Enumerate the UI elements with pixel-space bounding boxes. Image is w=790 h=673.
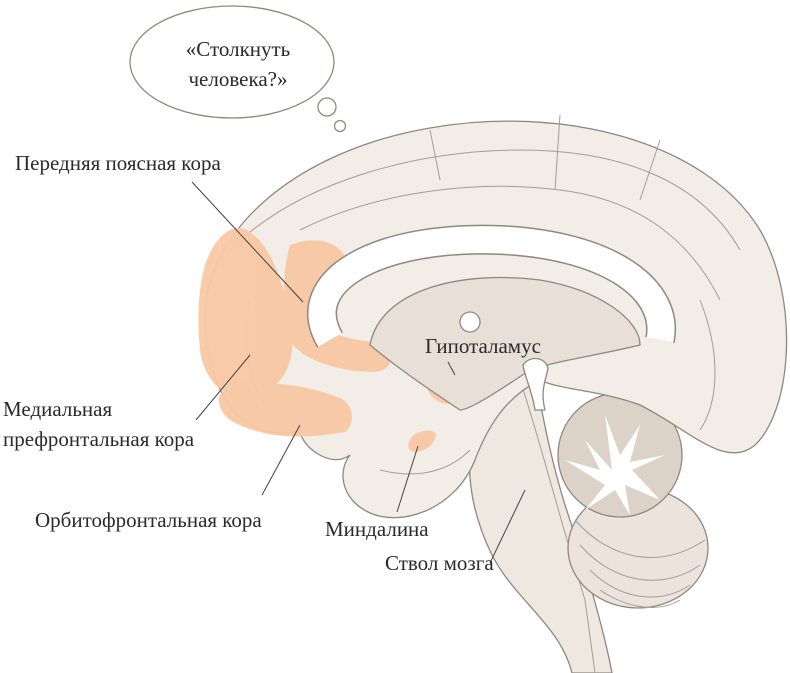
thought-text-line2: человека?» [188, 67, 287, 91]
thalamus [369, 276, 641, 411]
medial-prefrontal-region [198, 227, 293, 398]
leader-orbitofrontal [261, 424, 301, 496]
label-amygdala: Миндалина [325, 517, 429, 541]
thought-text-line1: «Столкнуть [186, 37, 291, 61]
label-medial-prefrontal-line2: префронтальная кора [3, 427, 195, 451]
anterior-cingulate-region [284, 240, 392, 372]
leader-brainstem [489, 489, 526, 564]
leader-medial-prefrontal [195, 354, 251, 421]
label-hypothalamus: Гипоталамус [425, 334, 541, 358]
label-anterior-cingulate: Передняя поясная кора [15, 151, 221, 175]
leader-hypothalamus [447, 361, 456, 376]
label-orbitofrontal: Орбитофронтальная кора [35, 508, 262, 532]
orbitofrontal-region [218, 383, 352, 437]
thought-bubble: «Столкнуть человека?» [129, 5, 347, 133]
amygdala-region [408, 430, 436, 452]
label-brainstem: Ствол мозга [385, 551, 494, 575]
leader-anterior-cingulate [191, 181, 304, 303]
leader-amygdala [396, 445, 419, 513]
cerebellum [557, 392, 709, 609]
label-medial-prefrontal-line1: Медиальная [3, 397, 112, 421]
